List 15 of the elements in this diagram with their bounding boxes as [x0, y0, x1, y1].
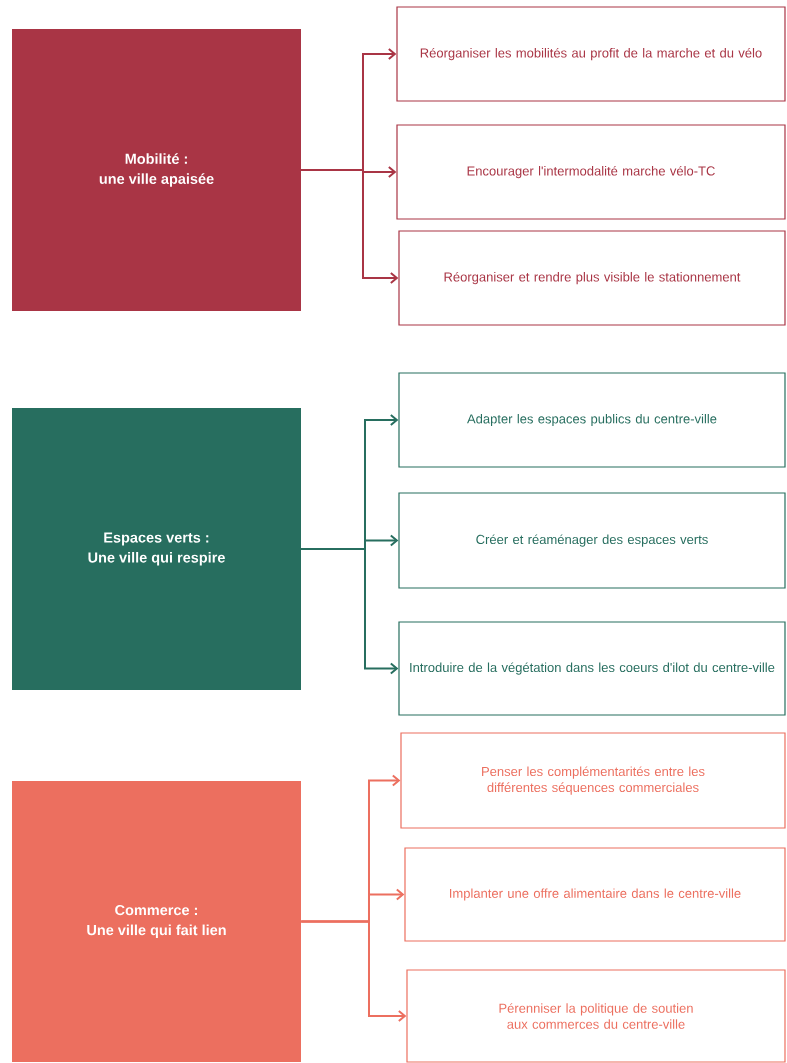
action-box: Réorganiser et rendre plus visible le stationnement — [398, 230, 786, 326]
arrow — [300, 548, 399, 675]
action-box: Penser les complémentarités entre les différentes séquences commerciales — [400, 732, 786, 829]
arrow — [300, 920, 407, 1022]
action-box: Pérenniser la politique de soutien aux commerces du centre-ville — [406, 969, 786, 1063]
arrow — [300, 169, 399, 284]
action-box: Implanter une offre alimentaire dans le centre-ville — [404, 847, 786, 942]
action-box: Introduire de la végétation dans les coeurs d'ilot du centre-ville — [398, 621, 786, 716]
theme-box: Mobilité : une ville apaisée — [12, 29, 301, 311]
theme-box: Commerce : Une ville qui fait lien — [12, 781, 301, 1062]
action-box: Encourager l'intermodalité marche vélo-TC — [396, 124, 786, 220]
action-box: Créer et réaménager des espaces verts — [398, 492, 786, 589]
theme-box: Espaces verts : Une ville qui respire — [12, 408, 301, 690]
action-box: Réorganiser les mobilités au profit de la marche et du vélo — [396, 6, 786, 102]
action-box: Adapter les espaces publics du centre-ville — [398, 372, 786, 468]
